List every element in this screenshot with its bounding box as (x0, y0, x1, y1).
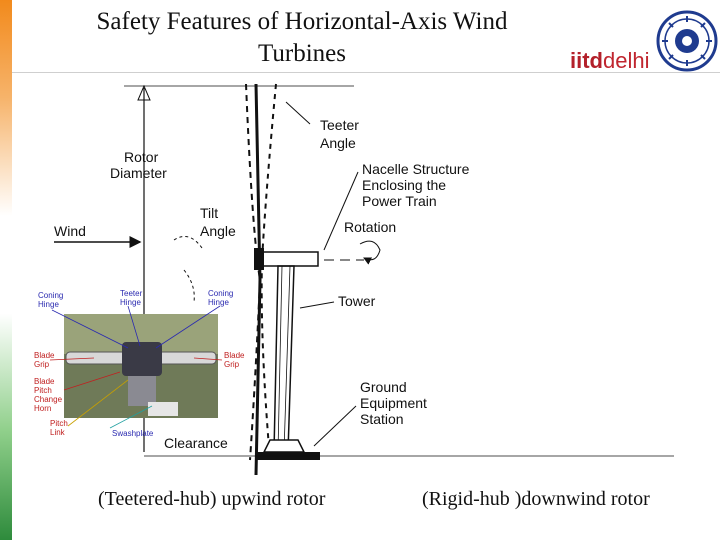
photo-link-1: Pitch (50, 419, 68, 428)
tower-base (262, 439, 306, 453)
blade-teeter-dashed (245, 83, 262, 461)
label-rotor-2: Diameter (110, 165, 167, 181)
photo-coning-right-1: Coning (208, 289, 233, 298)
rotation-arrow-icon (359, 240, 381, 265)
photo-coning-right-2: Hinge (208, 298, 229, 307)
photo-teeter-1: Teeter (120, 289, 143, 298)
slide-title: Safety Features of Horizontal-Axis Wind … (42, 6, 562, 70)
label-nacelle-2: Enclosing the (362, 177, 446, 193)
label-teeter-1: Teeter (320, 117, 359, 133)
tower-outline (273, 265, 295, 453)
label-nacelle-3: Power Train (362, 193, 437, 209)
label-tower: Tower (338, 293, 376, 309)
label-tilt-1: Tilt (200, 205, 218, 221)
photo-link-2: Link (50, 428, 66, 437)
logo-wordmark: iitddelhi (570, 48, 650, 74)
hub-photo-inset (64, 314, 218, 418)
label-nacelle-1: Nacelle Structure (362, 161, 470, 177)
logo-wordmark-d: d (603, 48, 616, 73)
iit-delhi-seal-icon (656, 10, 718, 72)
tower-leader (299, 301, 335, 309)
photo-shaft (128, 376, 156, 406)
photo-swashplate (148, 402, 178, 416)
label-teeter-2: Angle (320, 135, 356, 151)
blade-solid (254, 83, 262, 476)
tilt-arc-top (173, 235, 203, 249)
title-line-1: Safety Features of Horizontal-Axis Wind (96, 8, 508, 35)
nacelle-leader (323, 171, 359, 251)
photo-hub-body (122, 342, 162, 376)
title-line-2: Turbines (258, 40, 346, 67)
photo-teeter-2: Hinge (120, 298, 141, 307)
label-rotor-1: Rotor (124, 149, 159, 165)
photo-grip-right-2: Grip (224, 360, 240, 369)
photo-grip-left-1: Blade (34, 351, 55, 360)
teeter-leader (285, 101, 311, 125)
nacelle-body (259, 251, 319, 267)
diameter-arrow-top (137, 84, 151, 101)
blade-teeter-dashed-2 (260, 83, 277, 461)
label-ground-1: Ground (360, 379, 407, 395)
caption-upwind: (Teetered-hub) upwind rotor (98, 488, 326, 510)
logo-wordmark-elhi: elhi (615, 48, 650, 73)
photo-coning-left-1: Coning (38, 291, 63, 300)
slide: Safety Features of Horizontal-Axis Wind … (12, 0, 720, 540)
photo-pitch-1: Blade (34, 377, 55, 386)
label-rotation: Rotation (344, 219, 396, 235)
title-divider (12, 72, 720, 73)
label-ground-3: Station (360, 411, 404, 427)
photo-leaders (49, 305, 223, 429)
photo-pitch-4: Horn (34, 404, 51, 413)
photo-pitch-2: Pitch (34, 386, 52, 395)
photo-grip-left-2: Grip (34, 360, 50, 369)
photo-swashplate-label: Swashplate (112, 429, 154, 438)
hub (254, 248, 264, 270)
iitd-logo: iitddelhi (560, 10, 720, 73)
photo-coning-left-2: Hinge (38, 300, 59, 309)
label-tilt-2: Angle (200, 223, 236, 239)
label-wind: Wind (54, 223, 86, 239)
caption-downwind: (Rigid-hub )downwind rotor (422, 488, 650, 510)
ground-leader (313, 405, 357, 447)
photo-grip-right-1: Blade (224, 351, 245, 360)
logo-wordmark-iitd: iitd (570, 48, 603, 73)
tilt-arc-bottom (183, 269, 195, 303)
photo-pitch-3: Change (34, 395, 63, 404)
label-clearance: Clearance (164, 435, 228, 451)
wind-turbine-diagram: Teeter Angle Rotor Diameter Nacelle Stru… (34, 83, 674, 476)
label-ground-2: Equipment (360, 395, 427, 411)
